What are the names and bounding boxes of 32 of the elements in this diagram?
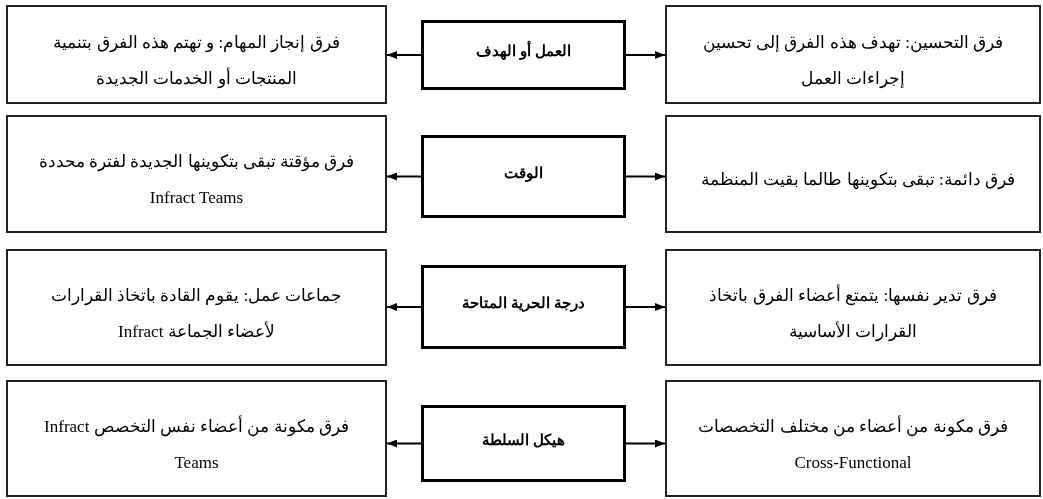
category-label: درجة الحرية المتاحة <box>461 293 586 314</box>
arrow <box>386 172 422 181</box>
description-box <box>6 115 387 233</box>
description-text: فرق مؤقتة تبقى بتكوينها الجديدة لفترة محددة Infract Teams <box>37 151 356 209</box>
arrow <box>625 51 666 59</box>
description-text: فرق مكونة من أعضاء من مختلف التخصصات Cross-Functional <box>697 414 1009 474</box>
category-box <box>421 135 626 218</box>
description-text: فرق إنجاز المهام: و تهتم هذه الفرق بتنمية المنتجات أو الخدمات الجديدة <box>52 31 341 91</box>
description-box <box>6 5 387 104</box>
description-box <box>665 5 1041 104</box>
description-text: فرق دائمة: تبقى بتكوينها طالما بقيت المنظمة <box>700 169 1015 192</box>
arrow <box>386 303 422 311</box>
description-text: جماعات عمل: يقوم القادة باتخاذ القرارات لأعضاء الجماعة Infract <box>49 284 344 343</box>
description-box <box>6 380 387 497</box>
description-text: فرق مكونة من أعضاء نفس التخصص Infract Teams <box>43 414 350 474</box>
description-box <box>665 380 1041 497</box>
arrow <box>625 172 666 181</box>
category-box <box>421 265 626 349</box>
description-text: فرق تدير نفسها: يتمتع أعضاء الفرق باتخاذ القرارات الأساسية <box>708 283 998 343</box>
arrow <box>386 51 422 59</box>
arrow <box>625 439 666 448</box>
description-box <box>6 249 387 366</box>
category-label: العمل أو الهدف <box>475 39 572 62</box>
description-box <box>665 115 1041 233</box>
category-box <box>421 20 626 90</box>
category-label: الوقت <box>504 162 543 184</box>
description-box <box>665 249 1041 366</box>
description-text: فرق التحسين: تهدف هذه الفرق إلى تحسين إجراءات العمل <box>701 31 1005 90</box>
category-label: هيكل السلطة <box>481 429 566 450</box>
category-box <box>421 405 626 482</box>
arrow <box>625 303 666 311</box>
arrow <box>386 439 422 448</box>
